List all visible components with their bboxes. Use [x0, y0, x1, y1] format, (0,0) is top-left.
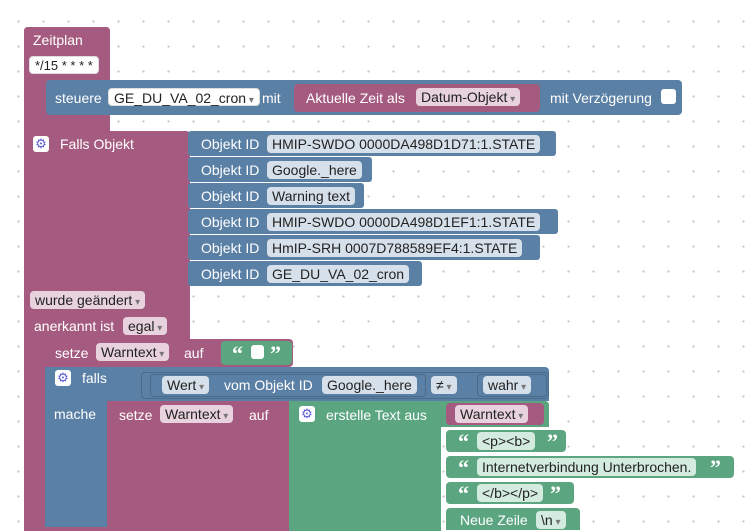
newline-label: Neue Zeile — [460, 512, 528, 528]
object-id-value[interactable]: HMIP-SWDO 0000DA498D1D71:1.STATE — [267, 135, 541, 153]
object-id-label: Objekt ID — [201, 240, 260, 256]
object-id-value[interactable]: GE_DU_VA_02_cron — [267, 265, 410, 283]
object-id-label: Objekt ID — [201, 162, 260, 178]
object-id-value[interactable]: Google._here — [267, 161, 362, 179]
ack-label: anerkannt ist — [34, 318, 115, 334]
compare-object-value[interactable]: Google._here — [322, 376, 417, 394]
text-field[interactable]: <p><b> — [477, 432, 536, 450]
current-time-label: Aktuelle Zeit als — [306, 90, 405, 106]
quote-open: “ — [458, 481, 469, 506]
variable-dropdown[interactable]: Warntext — [96, 343, 170, 361]
set-label: setze — [55, 345, 89, 361]
to-label: auf — [184, 345, 204, 361]
object-id-value[interactable]: Warning text — [267, 187, 356, 205]
trigger-dropdown[interactable]: wurde geändert — [30, 291, 146, 309]
cron-field[interactable]: */15 * * * * — [29, 56, 99, 74]
of-object-label: vom Objekt ID — [224, 377, 313, 393]
quote-open: “ — [458, 455, 469, 480]
create-text-block-left — [289, 401, 441, 531]
text-field[interactable]: </b></p> — [477, 484, 544, 502]
newline-dropdown[interactable]: \n — [536, 511, 566, 529]
if-block-left — [45, 367, 107, 527]
variable-dropdown[interactable]: Warntext — [160, 405, 234, 423]
on-change-label: Falls Objekt — [60, 136, 134, 152]
object-id-label: Objekt ID — [201, 188, 260, 204]
schedule-title: Zeitplan — [33, 32, 83, 48]
control-target-field[interactable]: GE_DU_VA_02_cron — [108, 88, 260, 106]
if-label: falls — [82, 370, 107, 386]
boolean-dropdown[interactable]: wahr — [483, 376, 532, 394]
set-label: setze — [119, 407, 153, 423]
to-label: auf — [249, 407, 269, 423]
quote-open: “ — [458, 429, 469, 454]
quote-close: ” — [270, 341, 281, 366]
quote-close: ” — [710, 455, 721, 480]
delay-label: mit Verzögerung — [550, 90, 652, 106]
gear-icon[interactable]: ⚙ — [299, 406, 315, 422]
object-id-label: Objekt ID — [201, 214, 260, 230]
object-id-label: Objekt ID — [201, 136, 260, 152]
object-id-value[interactable]: HmIP-SRH 0007D788589EF4:1.STATE — [267, 239, 523, 257]
variable-dropdown[interactable]: Warntext — [455, 405, 529, 423]
create-text-label: erstelle Text aus — [326, 407, 427, 423]
ack-dropdown[interactable]: egal — [123, 317, 168, 335]
quote-open: “ — [232, 341, 243, 366]
do-label: mache — [54, 406, 97, 422]
property-dropdown[interactable]: Wert — [162, 376, 210, 394]
object-id-label: Objekt ID — [201, 266, 260, 282]
text-field-empty[interactable] — [251, 345, 264, 359]
quote-close: ” — [547, 429, 558, 454]
object-id-value[interactable]: HMIP-SWDO 0000DA498D1EF1:1.STATE — [267, 213, 541, 231]
operator-dropdown[interactable]: ≠ — [431, 376, 457, 394]
gear-icon[interactable]: ⚙ — [33, 136, 49, 152]
control-with-label: mit — [262, 90, 281, 106]
time-format-dropdown[interactable]: Datum-Objekt — [416, 88, 521, 106]
gear-icon[interactable]: ⚙ — [55, 370, 71, 386]
quote-close: ” — [550, 481, 561, 506]
text-field[interactable]: Internetverbindung Unterbrochen. — [477, 458, 697, 476]
control-label: steuere — [55, 90, 102, 106]
delay-checkbox[interactable] — [661, 89, 676, 104]
